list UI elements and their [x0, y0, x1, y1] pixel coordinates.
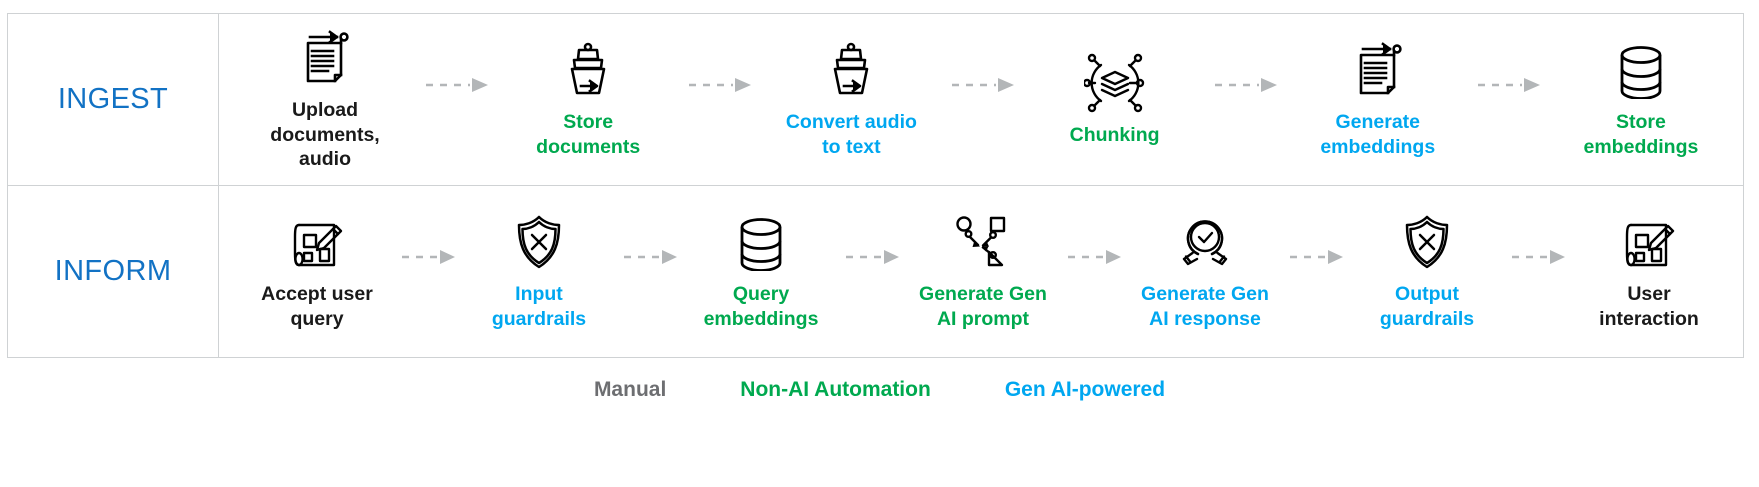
blueprint-edit-icon — [288, 211, 346, 273]
steps-strip-inform: Accept user query — [219, 186, 1743, 357]
step-label: Accept user query — [261, 283, 373, 330]
step-label: Store documents — [536, 111, 641, 158]
step-input-guardrails[interactable]: Input guardrails — [459, 211, 619, 332]
step-label: Generate Gen AI prompt — [919, 283, 1047, 330]
flow-arrow — [1507, 226, 1569, 288]
archive-box-icon — [822, 39, 880, 101]
step-label: Upload documents, audio — [270, 98, 380, 171]
flow-arrow — [1470, 54, 1548, 116]
step-label: Query embeddings — [703, 283, 819, 330]
phase-label-cell-ingest: INGEST — [8, 14, 219, 185]
step-label: Output guardrails — [1379, 283, 1475, 330]
step-label: Store embeddings — [1583, 111, 1699, 158]
phase-label-inform: INFORM — [54, 255, 172, 287]
legend-item-gen-ai-powered: Gen AI-powered — [1004, 378, 1166, 401]
flow-arrow — [944, 54, 1022, 116]
legend-item-manual: Manual — [593, 378, 667, 401]
lightbulbs-check-icon — [1172, 211, 1238, 273]
step-label: Convert audio to text — [785, 111, 917, 158]
document-export-icon — [1350, 39, 1406, 101]
pipeline-row-inform: INFORM — [8, 186, 1743, 357]
shield-x-icon — [513, 211, 565, 273]
flow-arrow — [1285, 226, 1347, 288]
archive-box-icon — [559, 39, 617, 101]
phase-label-ingest: INGEST — [57, 83, 169, 115]
step-label: Generate embeddings — [1320, 111, 1436, 158]
flow-arrow — [418, 54, 496, 116]
step-user-interaction[interactable]: User interaction — [1569, 211, 1729, 332]
pipeline-row-ingest: INGEST — [8, 14, 1743, 186]
legend: Manual Non-AI Automation Gen AI-powered — [0, 378, 1759, 402]
step-label: User interaction — [1599, 283, 1699, 330]
flow-arrow — [1063, 226, 1125, 288]
pipeline-matrix: INGEST — [7, 13, 1744, 358]
step-query-embeddings[interactable]: Query embeddings — [681, 211, 841, 332]
step-chunking[interactable]: Chunking — [1031, 52, 1199, 148]
step-convert-audio-to-text[interactable]: Convert audio to text — [767, 39, 935, 160]
steps-strip-ingest: Upload documents, audio — [219, 14, 1743, 185]
shield-x-icon — [1401, 211, 1453, 273]
step-accept-user-query[interactable]: Accept user query — [237, 211, 397, 332]
shapes-converge-icon — [955, 211, 1011, 273]
blueprint-edit-icon — [1620, 211, 1678, 273]
step-upload-documents-audio[interactable]: Upload documents, audio — [241, 27, 409, 173]
step-store-embeddings[interactable]: Store embeddings — [1557, 39, 1725, 160]
flow-arrow — [397, 226, 459, 288]
step-generate-embeddings[interactable]: Generate embeddings — [1294, 39, 1462, 160]
step-label: Chunking — [1069, 123, 1160, 146]
flow-arrow — [1207, 54, 1285, 116]
flow-arrow — [619, 226, 681, 288]
database-icon — [732, 211, 790, 273]
layers-network-icon — [1083, 52, 1146, 114]
phase-label-cell-inform: INFORM — [8, 186, 219, 357]
step-label: Generate Gen AI response — [1141, 283, 1269, 330]
step-label: Input guardrails — [491, 283, 587, 330]
step-generate-gen-ai-response[interactable]: Generate Gen AI response — [1125, 211, 1285, 332]
flow-arrow — [681, 54, 759, 116]
legend-item-non-ai-automation: Non-AI Automation — [740, 378, 931, 401]
step-store-documents[interactable]: Store documents — [504, 39, 672, 160]
step-generate-gen-ai-prompt[interactable]: Generate Gen AI prompt — [903, 211, 1063, 332]
step-output-guardrails[interactable]: Output guardrails — [1347, 211, 1507, 332]
document-export-icon — [297, 27, 353, 89]
flow-arrow — [841, 226, 903, 288]
database-icon — [1612, 39, 1670, 101]
